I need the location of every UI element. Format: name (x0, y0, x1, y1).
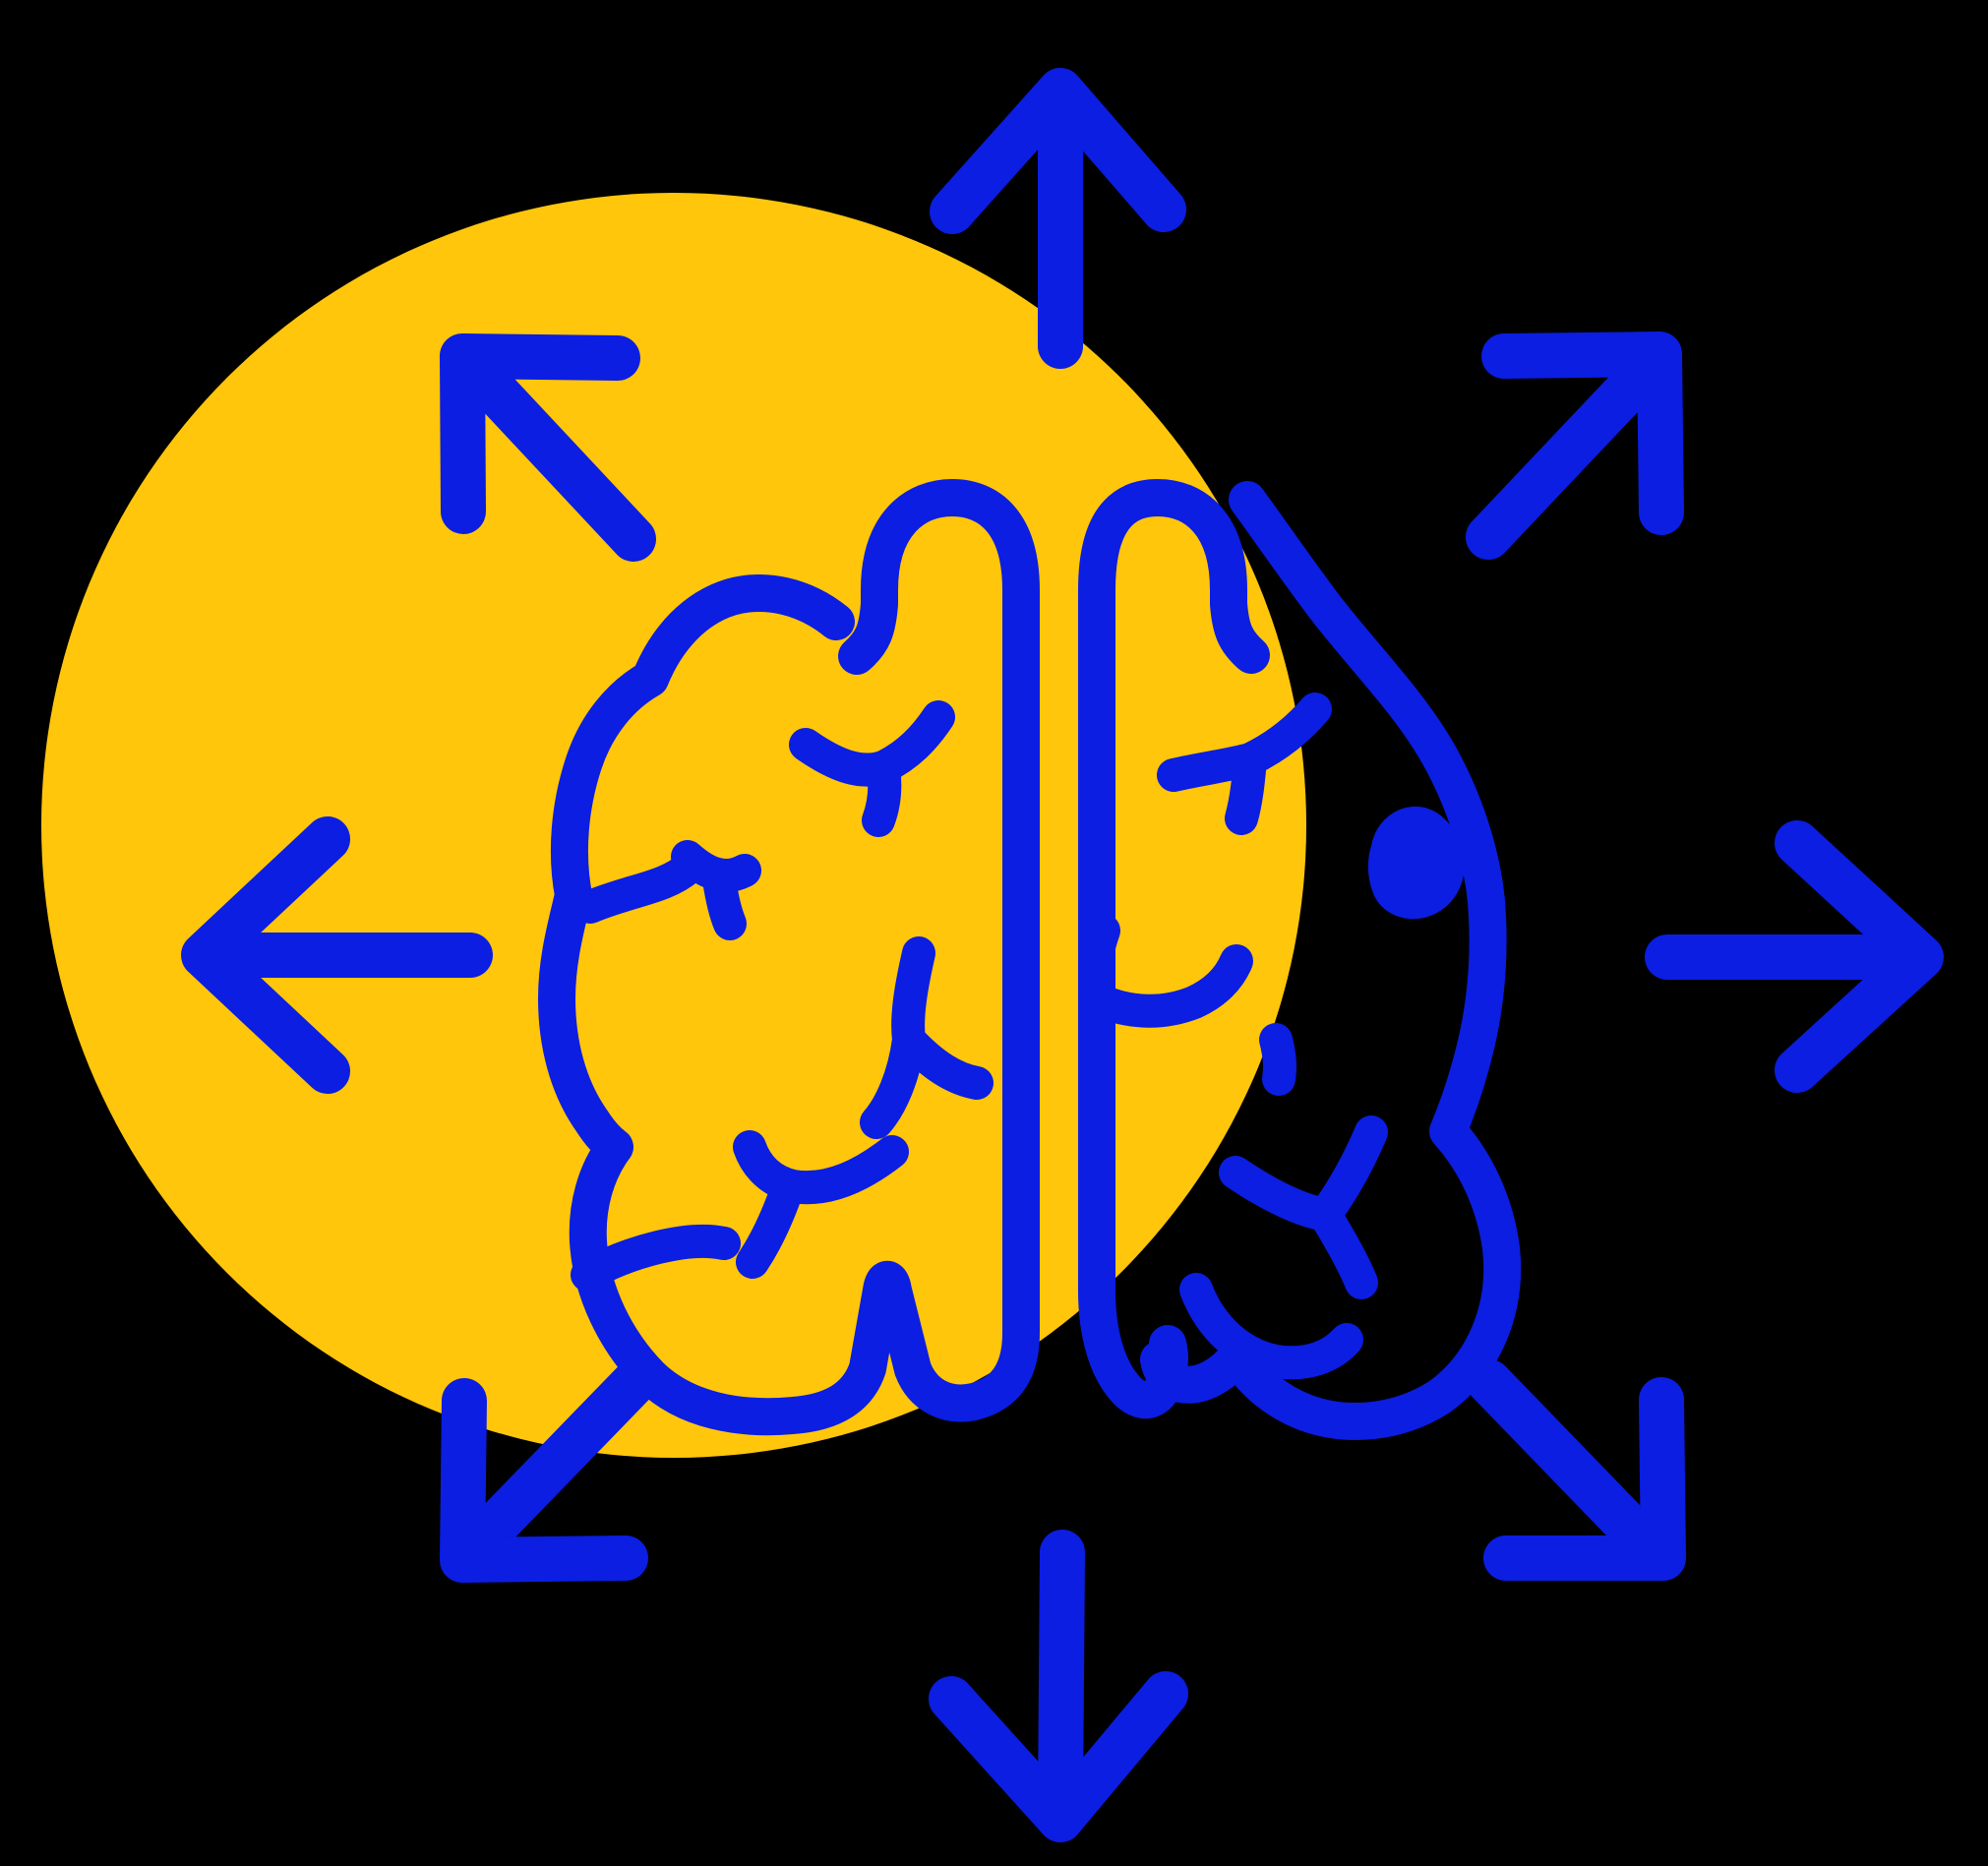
left-top-squiggle (789, 700, 955, 837)
right-tick-squiggle (1259, 1023, 1296, 1096)
arrow-up-right-head (1481, 331, 1684, 535)
arrow-up-left-head (440, 333, 640, 534)
arrow-down-right-icon (1467, 1359, 1686, 1581)
left-middle-squiggle (860, 936, 994, 1139)
expansion-arrows (181, 68, 1944, 1842)
arrow-down-icon (929, 1530, 1188, 1842)
arrow-down-left-head (440, 1378, 648, 1583)
arrow-right-head (1775, 820, 1944, 1093)
arrow-up-left-icon (440, 333, 656, 562)
right-ear-lobe (1367, 806, 1465, 920)
arrow-up-icon (930, 68, 1186, 369)
right-lower-squiggle (1219, 1115, 1388, 1299)
arrow-right-icon (1645, 820, 1944, 1093)
arrow-left-icon (181, 816, 493, 1094)
arrow-down-shaft (1038, 1530, 1085, 1829)
left-upper-curl (573, 851, 705, 924)
arrow-down-right-shaft (1467, 1359, 1660, 1558)
arrow-down-head (929, 1671, 1188, 1842)
arrow-up-right-shaft (1466, 348, 1668, 560)
arrow-up-left-shaft (453, 348, 656, 562)
brain-icon (538, 479, 1522, 1440)
right-top-squiggle (1157, 692, 1332, 835)
arrow-down-left-shaft (454, 1357, 659, 1567)
right-hemisphere-outline (1140, 481, 1522, 1440)
left-lower-curl (571, 1224, 741, 1292)
brain-squiggles (571, 692, 1388, 1380)
left-bottom-squiggle (733, 1130, 909, 1279)
right-middle-squiggle (1078, 914, 1253, 1028)
arrow-down-right-head (1483, 1377, 1686, 1581)
arrow-down-left-icon (440, 1357, 659, 1583)
arrow-up-right-icon (1466, 331, 1684, 560)
arrow-up-head (930, 68, 1186, 234)
yellow-circle (41, 193, 1306, 1458)
left-hemisphere-outline (538, 479, 1040, 1436)
right-bottom-curl (1179, 1273, 1363, 1380)
arrow-left-head (181, 816, 350, 1094)
